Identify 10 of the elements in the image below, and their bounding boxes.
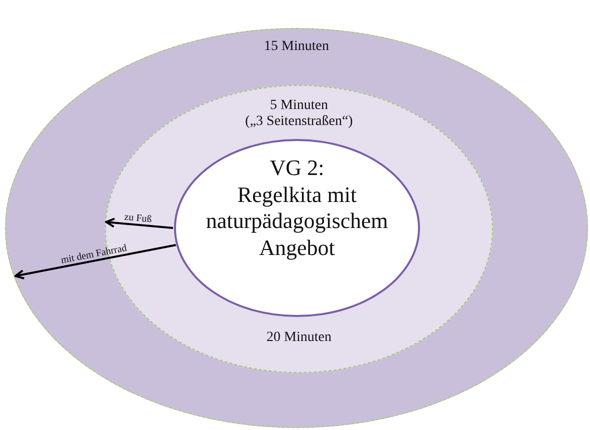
ellipse-label: („3 Seitenstraßen“) (244, 114, 354, 131)
edge-label: zu Fuß (124, 212, 152, 226)
ellipse-label: VG 2: (268, 155, 326, 182)
edge-label: mit dem Fahrrad (60, 243, 128, 266)
ellipse-label: 20 Minuten (266, 330, 332, 347)
ellipse-label: 5 Minuten (269, 98, 329, 115)
arrow (105, 218, 174, 229)
ellipse-label: 15 Minuten (263, 39, 330, 56)
arrow (14, 244, 176, 280)
ellipse-label: Regelkita mit naturpädagogischem Angebot (204, 182, 390, 262)
